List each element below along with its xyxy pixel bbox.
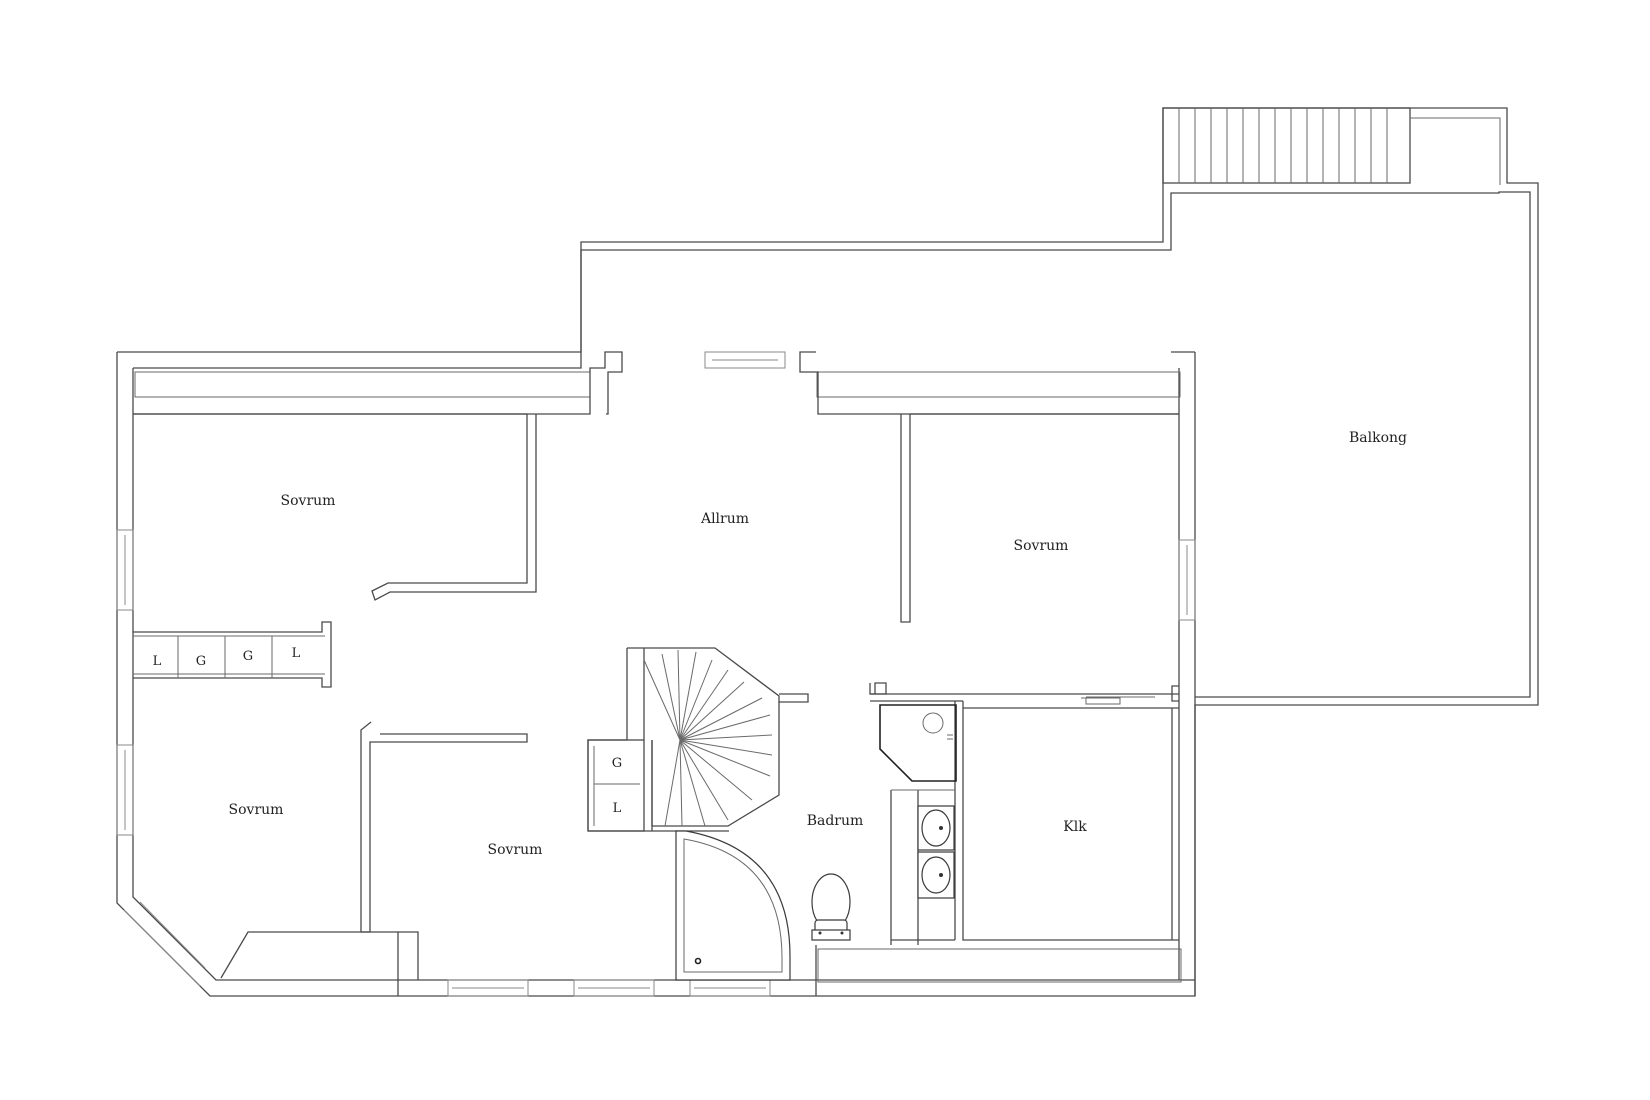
room-label-klk: Klk	[1063, 819, 1087, 835]
balcony-steps	[1162, 107, 1501, 185]
room-label-sovrum-sw: Sovrum	[229, 802, 284, 818]
room-label-allrum: Allrum	[700, 511, 749, 527]
interior-walls	[116, 351, 1196, 997]
room-labels: Sovrum Allrum Sovrum Balkong Sovrum Sovr…	[229, 430, 1407, 858]
bathroom-fixtures	[675, 704, 957, 981]
closet-labels: L G G L G L	[153, 646, 623, 816]
bathtub	[675, 830, 791, 981]
toilet	[811, 873, 851, 941]
room-label-sovrum-ne: Sovrum	[1014, 538, 1069, 554]
closet-label: G	[243, 649, 253, 664]
closet-label: G	[196, 654, 206, 669]
closet-label: G	[612, 756, 622, 771]
corner-shower	[879, 704, 957, 782]
closet-label: L	[613, 801, 622, 816]
stair-treads	[643, 649, 773, 827]
closet-label: L	[153, 654, 162, 669]
sinks	[917, 805, 955, 899]
room-label-balkong: Balkong	[1349, 430, 1407, 446]
exterior-walls	[116, 107, 1539, 997]
room-label-sovrum-nw: Sovrum	[281, 493, 336, 509]
room-label-badrum: Badrum	[807, 813, 864, 829]
room-label-sovrum-s: Sovrum	[488, 842, 543, 858]
step-lines	[1178, 108, 1388, 183]
closet-label: L	[292, 646, 301, 661]
staircase	[587, 647, 809, 832]
